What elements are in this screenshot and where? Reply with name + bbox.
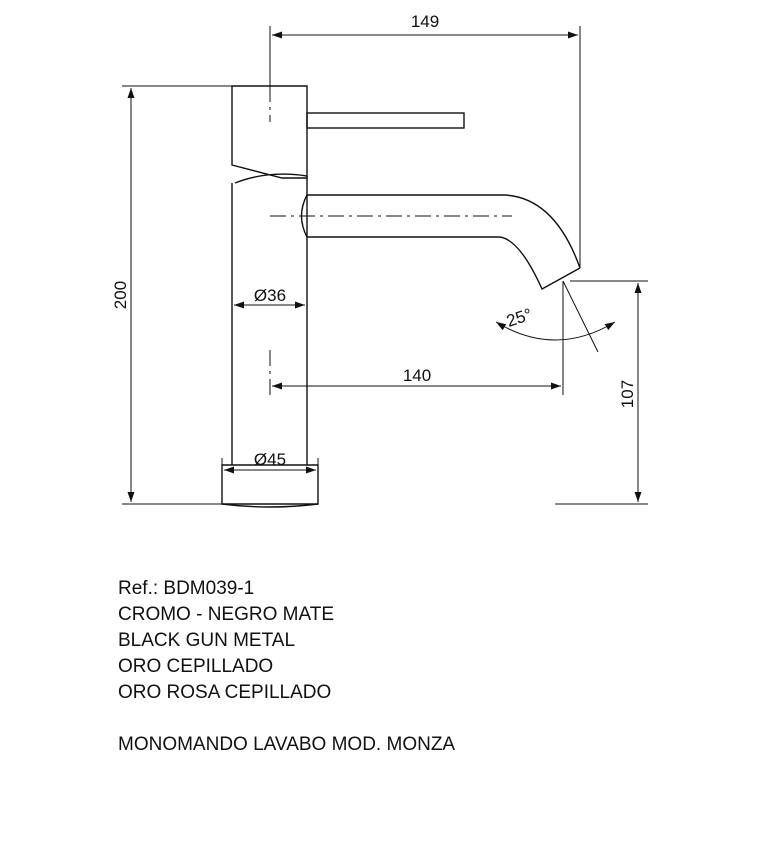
faucet-body [231,176,308,465]
dim-149-label: 149 [411,12,439,31]
dimension-labels: 149 200 107 140 Ø36 Ø45 25° [111,12,637,469]
lever-head [231,85,308,179]
technical-drawing: 149 200 107 140 Ø36 Ø45 25° [111,12,648,508]
reference-code: Ref.: BDM039-1 [118,578,255,599]
dim-107-label: 107 [618,380,637,408]
dim-140-label: 140 [403,366,431,385]
finish-item: CROMO - NEGRO MATE [118,604,335,625]
dim-25-label: 25° [504,305,534,331]
dim-45-label: Ø45 [254,450,286,469]
faucet-spout [307,194,581,290]
dim-25-arc [495,321,616,341]
base-bottom-arc [221,503,319,508]
faucet-outline [221,85,581,508]
product-name: MONOMANDO LAVABO MOD. MONZA [118,734,456,755]
center-lines [269,86,512,395]
dim-36-label: Ø36 [254,286,286,305]
spacer [118,706,455,732]
finish-item: ORO ROSA CEPILLADO [118,682,332,703]
finish-item: ORO CEPILLADO [118,656,274,677]
dim-200-label: 200 [111,281,130,309]
finish-item: BLACK GUN METAL [118,630,296,651]
dimension-lines [122,26,648,505]
head-body-seam [234,173,308,184]
faucet-base [221,464,319,505]
lever-rod [306,112,465,129]
product-info: Ref.: BDM039-1 CROMO - NEGRO MATE BLACK … [118,576,455,758]
